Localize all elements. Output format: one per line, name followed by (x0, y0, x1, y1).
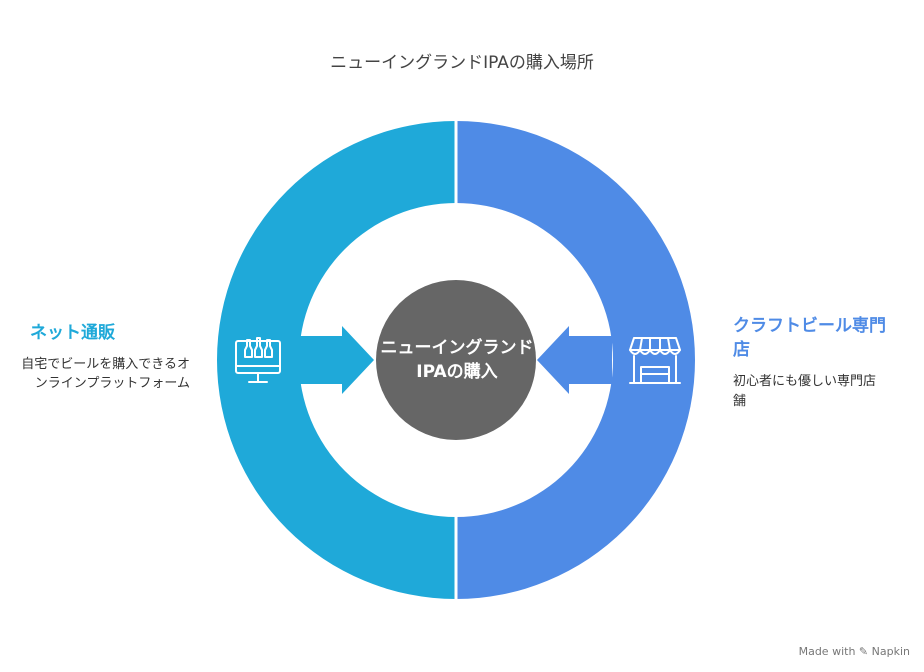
footer-brand: Napkin (871, 645, 910, 658)
beer-bottles-monitor-icon (235, 337, 281, 383)
right-arrow (537, 326, 612, 394)
right-description: 初心者にも優しい専門店舗 (733, 374, 877, 409)
storefront-icon (629, 337, 681, 384)
left-arrow (299, 326, 374, 394)
right-label-craft-beer-shop: クラフトビール専門店 (733, 316, 886, 360)
center-circle (376, 280, 536, 440)
napkin-logo-icon: ✎ (858, 645, 869, 658)
diagram-title: ニューイングランドIPAの購入場所 (330, 53, 594, 73)
left-ring-segment (217, 121, 456, 599)
left-label-online-shopping: ネット通販 (30, 323, 115, 343)
footer-made-with: Made with (798, 645, 856, 658)
left-description: 自宅でビールを購入できるオンラインプラットフォーム (21, 357, 190, 391)
footer-credit: Made with ✎ Napkin (799, 645, 910, 658)
right-ring-segment (456, 121, 695, 599)
center-label: ニューイングランドIPAの購入 (380, 338, 534, 382)
